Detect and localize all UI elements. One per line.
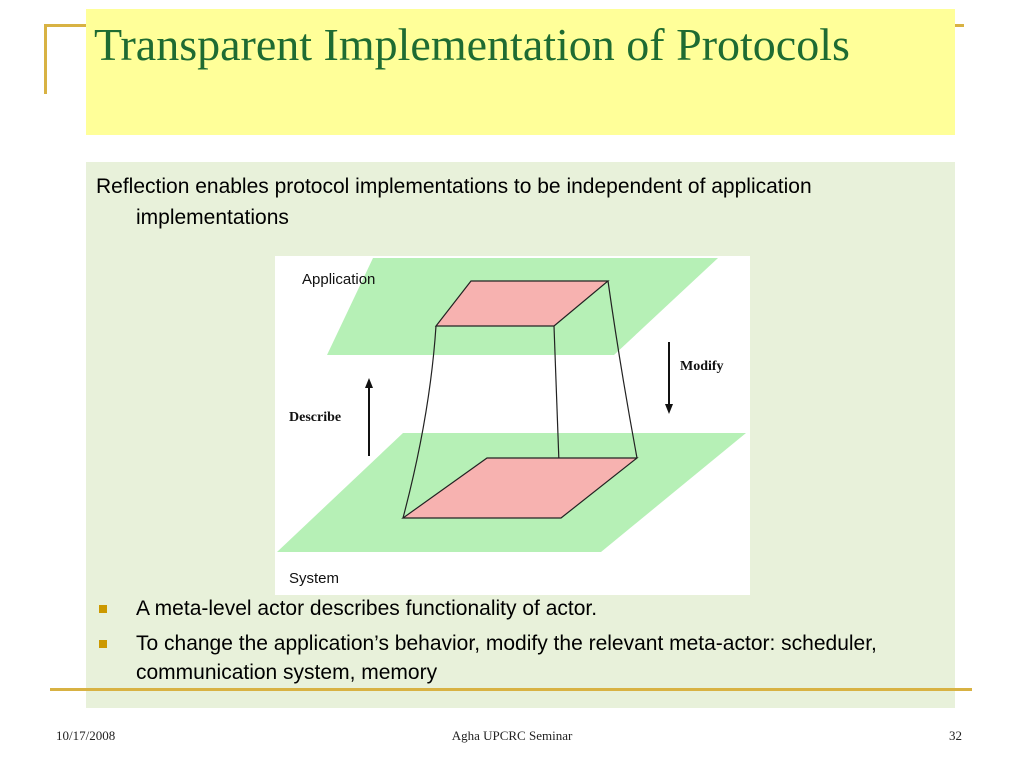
bullet-text: To change the application’s behavior, mo… [136,632,877,684]
square-bullet-icon [99,605,107,613]
page-number: 32 [949,728,962,743]
connector-line [402,325,437,519]
system-label: System [289,570,339,587]
application-square [434,280,610,327]
bottom-accent-rule [50,688,972,691]
diagram-svg: Application System Describe Modify [277,258,746,587]
modify-arrowhead-icon [665,404,673,414]
application-label: Application [302,271,375,288]
describe-label: Describe [289,410,341,425]
system-square [401,457,639,519]
title-background [86,9,955,135]
footer-presenter: Agha UPCRC Seminar [451,728,573,743]
bullet-item: To change the application’s behavior, mo… [96,629,916,687]
square-bullet-icon [99,640,107,648]
bullet-list: A meta-level actor describes functionali… [96,594,916,693]
left-accent-rule [44,24,47,94]
footer-date: 10/17/2008 [56,728,116,743]
bullet-text: A meta-level actor describes functionali… [136,597,598,620]
connector-line [607,280,638,459]
slide-title: Transparent Implementation of Protocols [94,19,850,70]
modify-label: Modify [680,359,724,374]
intro-text: Reflection enables protocol implementati… [96,175,812,229]
describe-arrowhead-icon [365,378,373,388]
bullet-item: A meta-level actor describes functionali… [96,594,916,623]
reflection-diagram: Application System Describe Modify [275,256,750,595]
